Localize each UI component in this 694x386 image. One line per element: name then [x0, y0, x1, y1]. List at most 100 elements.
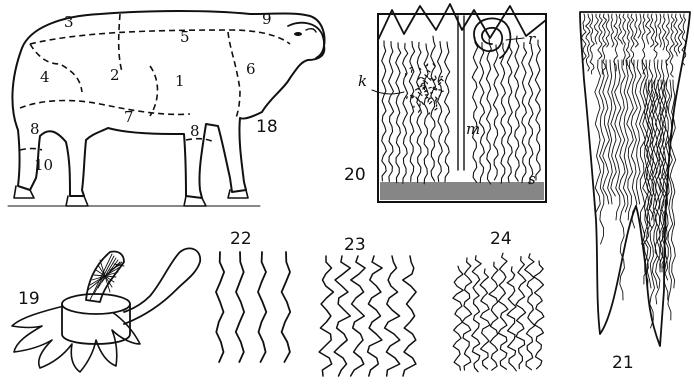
gland-speck — [427, 64, 428, 66]
block-arm — [124, 248, 200, 324]
fiber-strand — [385, 256, 400, 376]
skin-section-frame — [378, 14, 546, 202]
lock-outline — [580, 12, 690, 346]
sheep-ear — [306, 29, 316, 32]
lock-fiber-top — [611, 14, 614, 47]
gland-speck — [420, 68, 421, 69]
lock-fiber-top — [606, 14, 609, 47]
gland-speck — [439, 95, 440, 96]
lock-fiber-top — [650, 14, 655, 47]
part-label-m: m — [466, 120, 480, 138]
block-cylinder-top — [62, 294, 130, 314]
part-label-k: k — [358, 72, 367, 90]
lock-fiber-strand — [611, 60, 617, 196]
part-label-r: r — [528, 30, 536, 48]
sheep-figure: 1 2 3 4 5 6 7 8 8 9 10 18 — [8, 10, 324, 206]
fiber-strand — [516, 257, 526, 369]
sheep-body-outline — [12, 11, 324, 198]
fiber-strand — [334, 256, 350, 376]
region-label-2: 2 — [110, 66, 120, 84]
fig-label-24: 24 — [490, 229, 512, 249]
lock-fiber-top — [618, 14, 623, 44]
region-label-8b: 8 — [190, 122, 200, 140]
lock-fiber-strand — [623, 60, 628, 212]
lock-fiber-top — [586, 14, 591, 71]
fiber-strand — [462, 258, 472, 370]
region-label-5: 5 — [180, 28, 190, 46]
region-boundary — [150, 66, 158, 116]
lock-fiber-top — [658, 14, 662, 47]
gland-speck — [429, 87, 431, 88]
fiber-type-23 — [319, 256, 416, 376]
gland-speck — [423, 88, 424, 89]
part-label-s: s — [528, 170, 536, 188]
fig-label-19: 19 — [18, 289, 40, 309]
lock-fiber-top — [662, 14, 666, 50]
lock-fiber-top — [670, 14, 675, 77]
fiber-type-24 — [453, 253, 544, 372]
fiber-strand — [216, 252, 224, 362]
fiber-strand — [282, 252, 291, 362]
region-label-10: 10 — [34, 156, 53, 174]
region-label-7: 7 — [124, 108, 134, 126]
gland-speck — [427, 98, 428, 99]
lock-fiber-top — [654, 14, 658, 59]
sheep-eye — [294, 32, 302, 36]
gland-speck — [411, 70, 412, 72]
lock-fiber-strand — [603, 60, 610, 204]
region-boundary — [228, 32, 240, 118]
fiber-strand — [258, 252, 266, 362]
skin-block-figure: 19 — [12, 248, 200, 372]
sheep-hoof — [66, 196, 88, 206]
region-boundary — [20, 101, 190, 115]
fig-label-21: 21 — [612, 353, 634, 373]
region-label-6: 6 — [246, 60, 256, 78]
fig-label-18: 18 — [256, 117, 278, 137]
gland-speck — [436, 98, 437, 100]
fiber-strand — [480, 269, 490, 369]
lock-fiber-top — [590, 14, 595, 74]
gland-speck — [429, 113, 430, 114]
gland-speck — [407, 97, 408, 99]
fiber-type-22 — [216, 252, 290, 362]
fiber-strand — [319, 256, 333, 376]
lock-fiber-top — [623, 14, 626, 65]
gland-speck — [421, 86, 422, 87]
lock-fiber-top — [634, 14, 639, 47]
region-label-8: 8 — [30, 120, 40, 138]
lock-fiber-top — [594, 14, 598, 44]
fig-label-22: 22 — [230, 229, 252, 249]
gland-speck — [427, 82, 428, 84]
fiber-strand — [525, 254, 535, 370]
gland-speck — [418, 86, 419, 87]
lock-fiber-top — [638, 14, 641, 38]
sheep-head — [288, 23, 324, 58]
lock-fiber-top — [666, 14, 671, 65]
fiber-strand — [489, 262, 498, 370]
fiber-strand — [453, 266, 463, 370]
skin-section-figure: r k m s 20 — [344, 4, 546, 202]
region-boundary — [30, 44, 82, 92]
fiber-strand — [507, 267, 516, 371]
fiber-strand — [498, 253, 508, 369]
region-boundary — [119, 14, 122, 72]
fig-label-23: 23 — [344, 235, 366, 255]
fiber-strand — [351, 256, 366, 376]
fiber-strand — [403, 256, 416, 376]
lock-fiber-top — [646, 14, 651, 44]
region-label-1: 1 — [175, 72, 185, 90]
region-label-4: 4 — [40, 68, 50, 86]
gland-speck — [434, 89, 436, 90]
fleece-lock-figure: 21 — [580, 12, 690, 373]
region-label-9: 9 — [262, 10, 272, 28]
fiber-strand — [534, 261, 544, 369]
lock-fiber-top — [678, 14, 682, 53]
lock-fiber-strand — [595, 60, 601, 212]
region-label-3: 3 — [64, 13, 74, 31]
gland-speck — [441, 77, 443, 78]
gland-speck — [441, 91, 443, 92]
fiber-strand — [472, 256, 482, 372]
fiber-strand — [236, 252, 244, 362]
gland-speck — [425, 91, 426, 92]
